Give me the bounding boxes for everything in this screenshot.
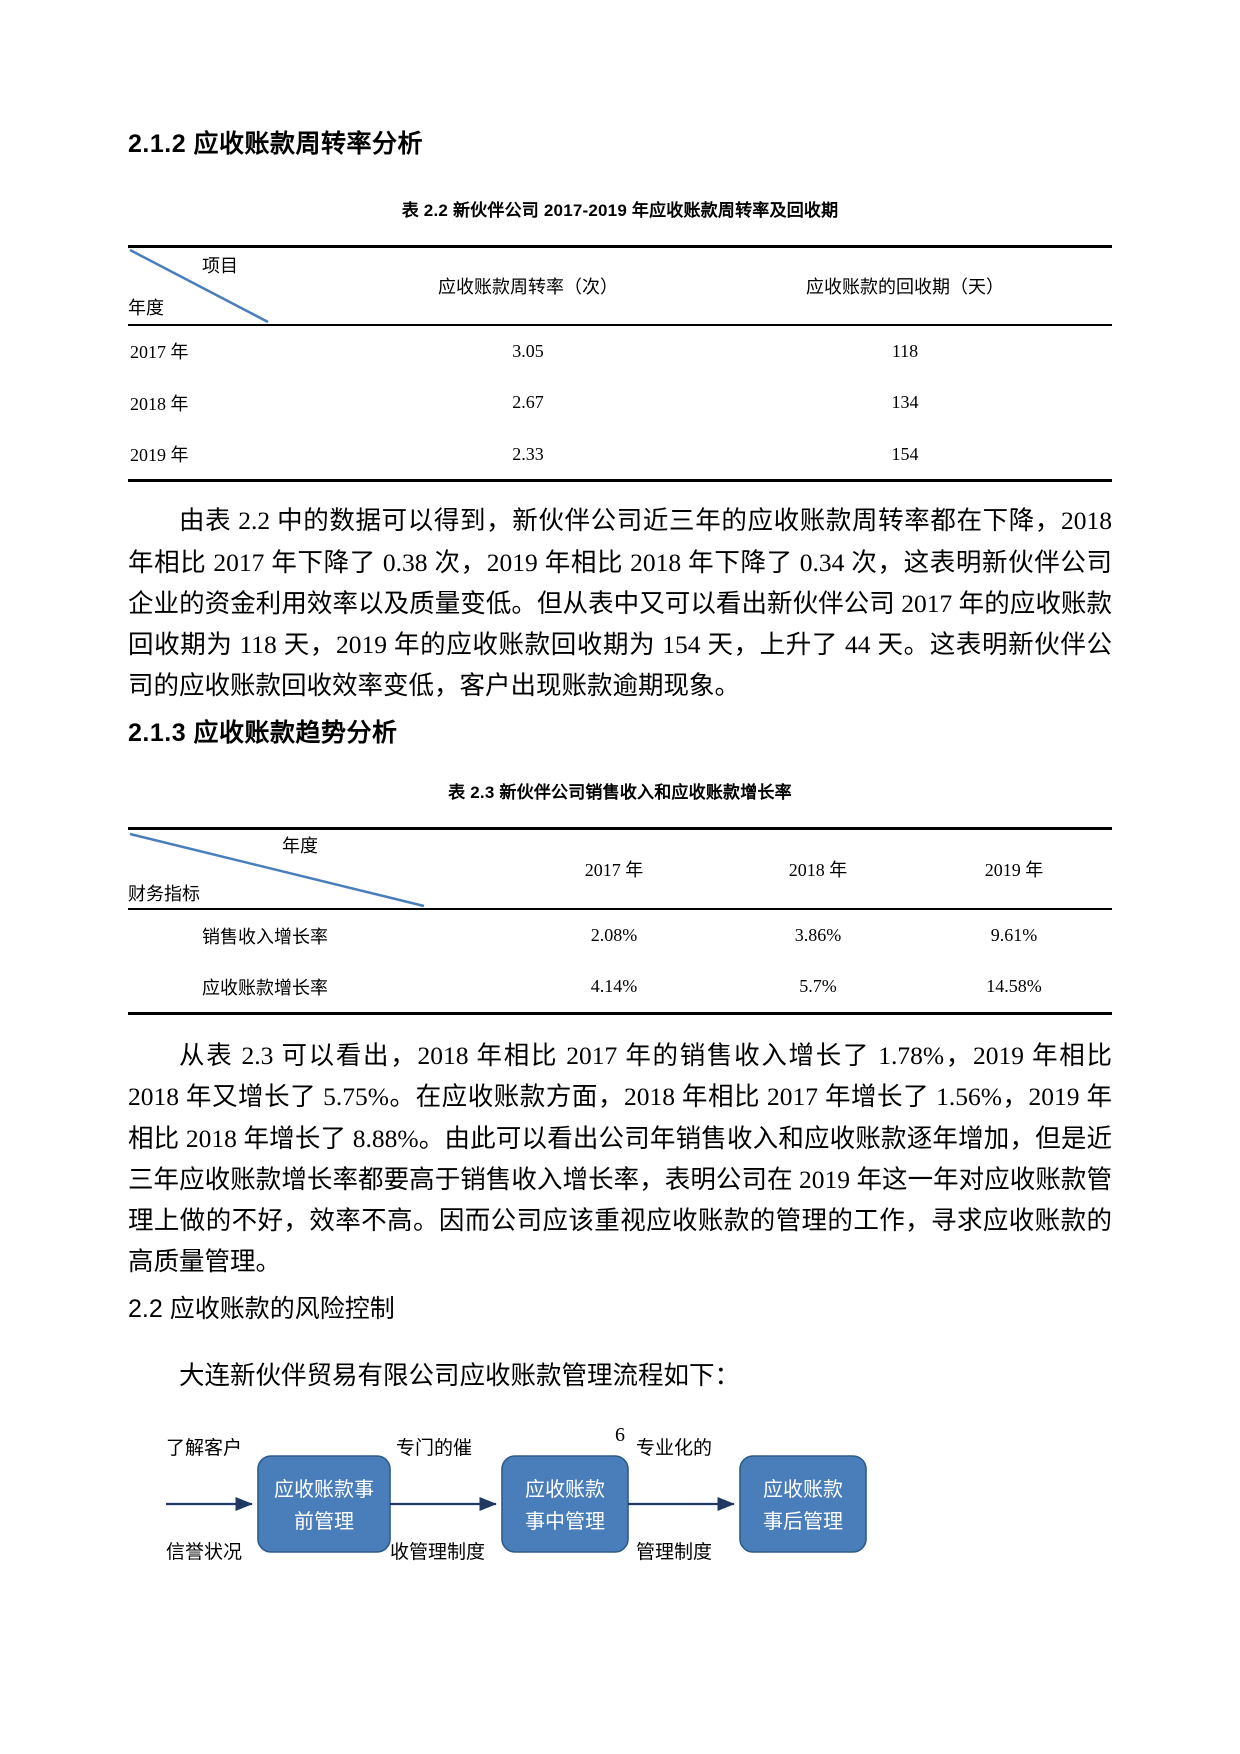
- table-2-2: 项目 年度 应收账款周转率（次） 应收账款的回收期（天） 2017 年 3.05…: [128, 244, 1112, 483]
- flow-edge-label-2-line1: 专业化的: [636, 1437, 712, 1459]
- table-2-3-r0-2018: 3.86%: [794, 925, 842, 946]
- table-2-3-corner-lower: 财务指标: [128, 884, 200, 905]
- heading-2-2: 2.2 应收账款的风险控制: [128, 1294, 395, 1323]
- heading-2-1-3: 2.1.3 应收账款趋势分析: [128, 718, 398, 747]
- table-2-3-r1-2019: 14.58%: [916, 961, 1112, 1015]
- table-2-2-caption: 表 2.2 新伙伴公司 2017-2019 年应收账款周转率及回收期: [401, 200, 839, 220]
- flow-box-0: [257, 1455, 391, 1553]
- paragraph-table-2-2-analysis: 由表 2.2 中的数据可以得到，新伙伴公司近三年的应收账款周转率都在下降，201…: [128, 506, 1112, 701]
- flow-edge-label-0-line1: 了解客户: [166, 1437, 242, 1459]
- table-2-3-col-2017: 2017 年: [508, 827, 720, 911]
- flow-box-2-line2: 事后管理: [763, 1510, 843, 1533]
- table-2-3-corner-upper: 年度: [282, 836, 318, 857]
- page-number: 6: [615, 1424, 625, 1446]
- table-2-3-r0-metric: 销售收入增长率: [202, 926, 328, 947]
- table-2-2-r1-days: 134: [891, 392, 919, 413]
- table-2-2-corner-lower: 年度: [128, 297, 164, 318]
- table-2-3-col-2018: 2018 年: [720, 827, 916, 911]
- table-2-3-col-2019: 2019 年: [916, 827, 1112, 911]
- table-2-3-r0-2019: 9.61%: [990, 925, 1038, 946]
- table-2-2-r0-year: 2017 年: [130, 342, 189, 363]
- heading-2-1-2: 2.1.2 应收账款周转率分析: [128, 130, 424, 158]
- table-row: 2017 年 3.05 118: [128, 325, 1112, 377]
- receivables-management-flowchart: 了解客户 信誉状况 应收账款事 前管理 专门的催 收管理制度 应收账款 事中管理…: [128, 1420, 1112, 1610]
- table-2-2-r1-year: 2018 年: [130, 393, 189, 414]
- table-2-3-corner-cell: 年度 财务指标: [128, 827, 508, 911]
- flow-edge-label-0-line2: 信誉状况: [166, 1541, 242, 1563]
- flow-box-2: [739, 1455, 867, 1553]
- table-2-3-caption: 表 2.3 新伙伴公司销售收入和应收账款增长率: [448, 783, 792, 803]
- table-2-2-corner-upper: 项目: [202, 255, 238, 276]
- table-row: 2019 年 2.33 154: [128, 428, 1112, 483]
- flow-edge-label-1-line1: 专门的催: [396, 1437, 472, 1459]
- table-2-2-r2-year: 2019 年: [128, 428, 358, 483]
- flow-box-0-line2: 前管理: [294, 1510, 354, 1533]
- table-2-2-col-days: 应收账款的回收期（天）: [698, 244, 1112, 326]
- table-2-3-r1-metric: 应收账款增长率: [128, 961, 508, 1015]
- table-2-2-col-turnover: 应收账款周转率（次）: [358, 244, 698, 326]
- table-2-2-r2-turnover: 2.33: [358, 428, 698, 483]
- flow-box-1: [501, 1455, 629, 1553]
- table-2-2-r1-turnover: 2.67: [512, 392, 544, 413]
- table-2-2-r0-turnover: 3.05: [512, 340, 544, 361]
- paragraph-table-2-3-analysis: 从表 2.3 可以看出，2018 年相比 2017 年的销售收入增长了 1.78…: [128, 1040, 1112, 1277]
- table-2-3-r1-2017: 4.14%: [508, 961, 720, 1015]
- flowchart-svg: 了解客户 信誉状况 应收账款事 前管理 专门的催 收管理制度 应收账款 事中管理…: [166, 1437, 867, 1563]
- table-row: 销售收入增长率 2.08% 3.86% 9.61%: [128, 909, 1112, 961]
- table-row: 2018 年 2.67 134: [128, 377, 1112, 429]
- paragraph-flow-intro: 大连新伙伴贸易有限公司应收账款管理流程如下：: [179, 1360, 741, 1390]
- diagonal-divider-icon: [129, 833, 425, 908]
- table-row: 应收账款增长率 4.14% 5.7% 14.58%: [128, 961, 1112, 1015]
- table-2-2-header-row: 项目 年度 应收账款周转率（次） 应收账款的回收期（天）: [128, 244, 1112, 326]
- table-2-3-header-row: 年度 财务指标 2017 年 2018 年 2019 年: [128, 827, 1112, 911]
- flow-box-2-line1: 应收账款: [763, 1478, 843, 1501]
- flow-edge-label-2-line2: 管理制度: [636, 1541, 712, 1563]
- flow-edge-label-1-line2: 收管理制度: [390, 1541, 485, 1563]
- table-2-2-r2-days: 154: [698, 428, 1112, 483]
- table-2-2-corner-cell: 项目 年度: [128, 244, 358, 326]
- table-2-3: 年度 财务指标 2017 年 2018 年 2019 年 销售收入增长率 2.0…: [128, 827, 1112, 1015]
- page-content: 2.1.2 应收账款周转率分析 表 2.2 新伙伴公司 2017-2019 年应…: [128, 128, 1112, 1610]
- flow-box-1-line2: 事中管理: [525, 1510, 605, 1533]
- table-2-3-r0-2017: 2.08%: [590, 925, 638, 946]
- table-2-2-r0-days: 118: [891, 340, 919, 361]
- table-2-3-r1-2018: 5.7%: [720, 961, 916, 1015]
- flow-box-0-line1: 应收账款事: [274, 1478, 374, 1501]
- flow-box-1-line1: 应收账款: [525, 1478, 605, 1501]
